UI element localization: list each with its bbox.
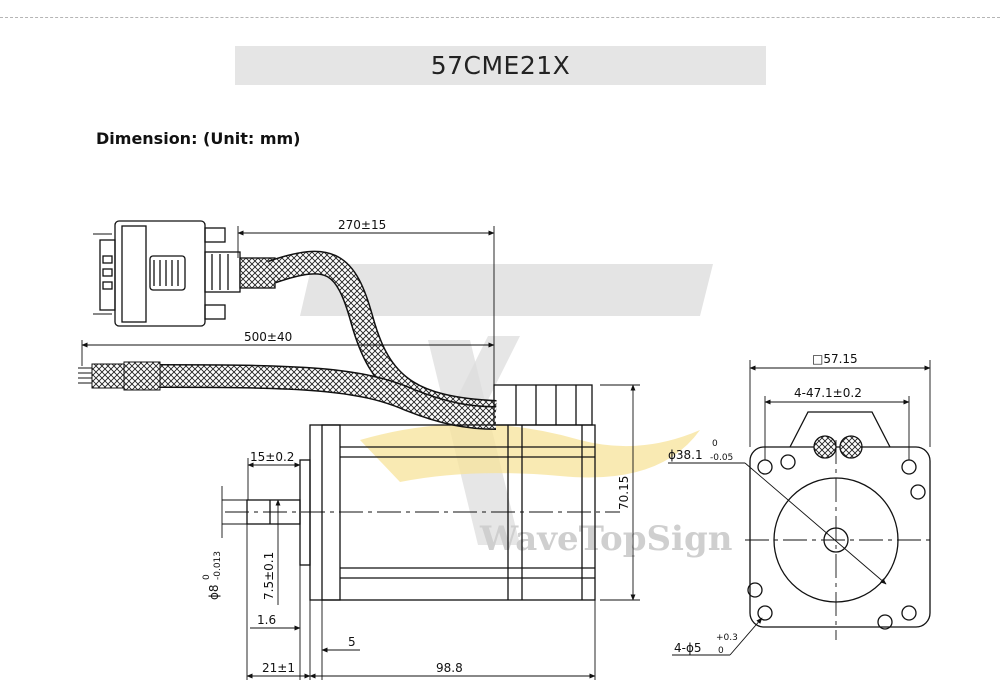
side-dimension-labels: 270±15 500±40 15±0.2 1.6 5 21±1 98.8 70.… — [202, 218, 631, 675]
mount-hole — [757, 459, 773, 475]
dim-body-length: 98.8 — [436, 661, 463, 675]
watermark-swoosh — [360, 424, 700, 482]
dim-flange-thickness: 5 — [348, 635, 356, 649]
front-dimension-labels: □57.15 4-47.1±0.2 ϕ38.1 0 -0.05 4-ϕ5 +0.… — [668, 352, 862, 656]
dim-pilot-tol-upper: 0 — [712, 439, 718, 449]
screw-head — [877, 614, 893, 630]
dim-shaft-diameter: ϕ8 — [207, 584, 221, 600]
dim-mount-tol-lower: 0 — [718, 646, 724, 656]
power-leads — [78, 361, 161, 391]
dim-shaft-tol-lower: -0.013 — [213, 551, 223, 580]
dim-hole-spacing: 4-47.1±0.2 — [794, 386, 862, 400]
title-bar: 57CME21X — [235, 46, 766, 85]
side-dimensions — [81, 226, 640, 680]
dsub-grip — [149, 255, 186, 291]
screw-head — [747, 582, 763, 598]
dim-shaft-length: 21±1 — [262, 661, 295, 675]
screw-head — [780, 454, 796, 470]
boss — [299, 459, 311, 566]
dsub-pin — [102, 281, 113, 290]
side-view — [78, 220, 620, 601]
front-dimensions — [668, 360, 931, 656]
dim-flat-depth: 7.5±0.1 — [262, 552, 276, 600]
dim-shaft-flat-length: 15±0.2 — [250, 450, 294, 464]
front-cable-entry — [813, 435, 837, 459]
mount-hole — [901, 605, 917, 621]
page-title: 57CME21X — [430, 51, 571, 80]
front-view — [745, 411, 935, 640]
dsub-pin — [102, 268, 113, 277]
dsub-face — [99, 239, 116, 311]
dsub-connector — [93, 220, 276, 327]
dsub-pin — [102, 255, 113, 264]
dim-boss-thickness: 1.6 — [257, 613, 276, 627]
dim-shaft-tol-upper: 0 — [202, 574, 212, 580]
dsub-plug — [121, 225, 147, 323]
dim-mount-tol-upper: +0.3 — [716, 633, 738, 643]
front-encoder-cover — [789, 411, 891, 448]
screw-head — [910, 484, 926, 500]
dim-height: 70.15 — [617, 476, 631, 510]
front-cable-entry — [839, 435, 863, 459]
dim-encoder-cable-length: 270±15 — [338, 218, 386, 232]
mount-hole — [901, 459, 917, 475]
dim-pilot-diameter: ϕ38.1 — [668, 448, 703, 462]
dim-square-size: □57.15 — [812, 352, 858, 366]
power-cable — [159, 365, 497, 429]
watermark-bar — [300, 264, 713, 316]
front-square — [749, 446, 931, 628]
mount-hole — [757, 605, 773, 621]
encoder-housing — [493, 384, 593, 426]
motor-body — [299, 424, 596, 601]
dim-pilot-tol-lower: -0.05 — [710, 453, 733, 463]
dsub-boot — [204, 251, 241, 293]
watermark-text: WaveTopSign — [479, 519, 732, 559]
watermark: WaveTopSign — [300, 264, 732, 559]
dim-mount-holes: 4-ϕ5 — [674, 641, 702, 655]
dsub-screw — [204, 304, 226, 320]
dim-power-cable-length: 500±40 — [244, 330, 292, 344]
dsub-screw — [204, 227, 226, 243]
encoder-box — [493, 384, 593, 426]
motor-flange — [321, 424, 341, 601]
section-heading: Dimension: (Unit: mm) — [96, 129, 301, 148]
top-dashed-rule — [0, 17, 1000, 18]
